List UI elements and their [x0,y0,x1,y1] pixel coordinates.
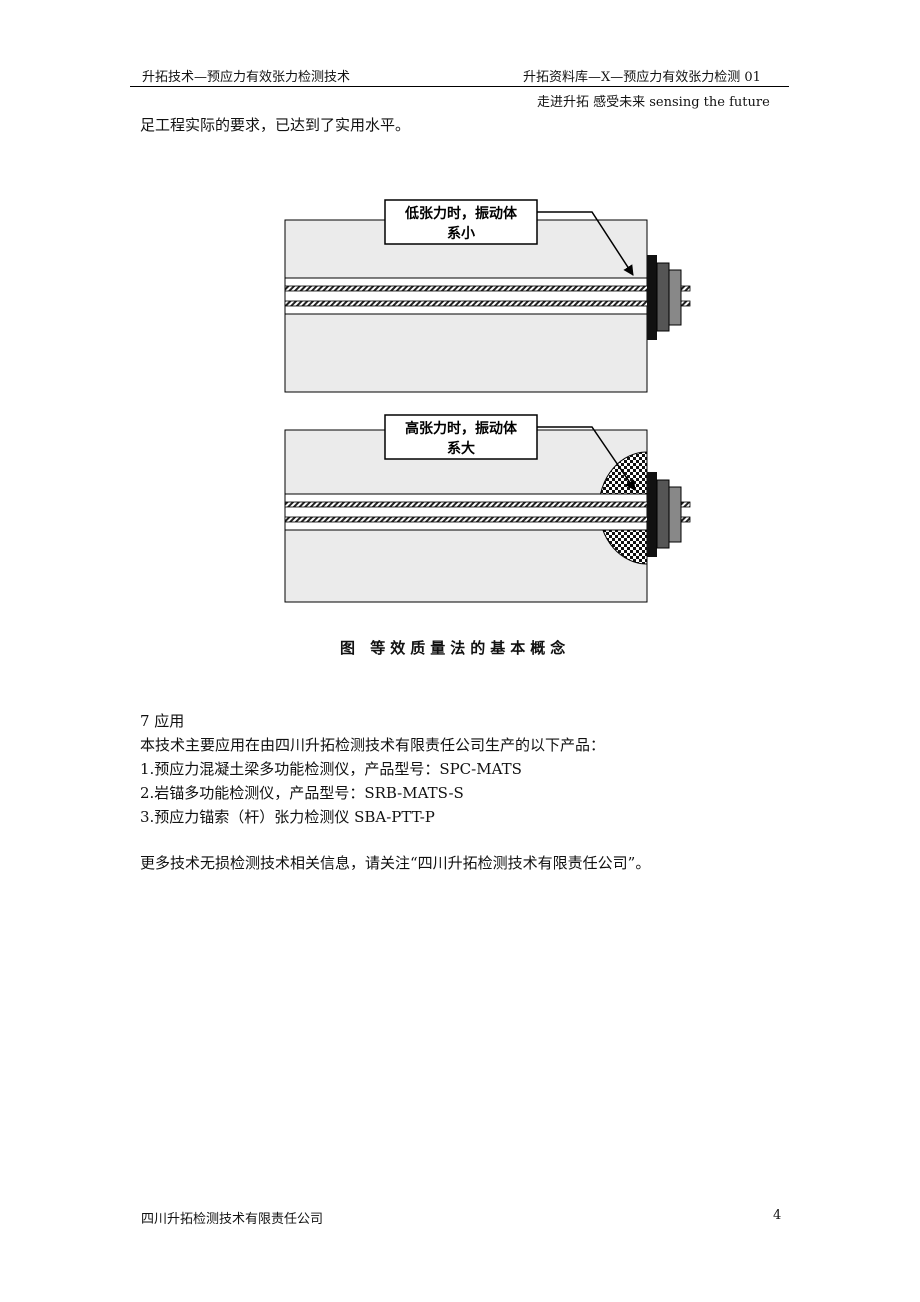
callout-low-line1: 低张力时，振动体 [404,205,518,222]
duct-bottom [284,493,648,531]
figure-caption: 图 等效质量法的基本概念 [340,639,571,657]
header-left-title: 升拓技术—预应力有效张力检测技术 [142,70,351,85]
duct-top [284,277,648,315]
callout-low-line2: 系小 [447,225,475,242]
callout-box-low [384,199,538,245]
high-tension-panel: 高张力时，振动体 系大 [284,414,691,603]
product-line-1: 1.预应力混凝土梁多功能检测仪，产品型号：SPC-MATS [140,760,522,778]
tendon-strand [284,501,691,508]
tendon-strand [284,300,691,307]
header-tagline: 走进升拓 感受未来 sensing the future [537,95,770,110]
tendon-strand [284,516,691,523]
intro-text: 足工程实际的要求，已达到了实用水平。 [140,116,411,134]
closing-text: 更多技术无损检测技术相关信息，请关注“四川升拓检测技术有限责任公司”。 [140,854,651,872]
anchor-wedge [668,486,682,543]
callout-arrow-low [537,211,634,276]
anchor-head [656,479,670,549]
page-number: 4 [773,1208,782,1223]
tendon-strand [284,285,691,292]
product-line-2: 2.岩锚多功能检测仪，产品型号：SRB-MATS-S [140,784,464,802]
anchor-wedge [668,269,682,326]
anchor-head [656,262,670,332]
section-line: 本技术主要应用在由四川升拓检测技术有限责任公司生产的以下产品： [140,736,606,754]
callout-box-high [384,414,538,460]
callout-arrow-high [537,426,636,491]
low-tension-panel: 低张力时，振动体 系小 [284,199,691,393]
callout-high-line1: 高张力时，振动体 [405,420,518,437]
footer-company: 四川升拓检测技术有限责任公司 [141,1212,324,1227]
header-rule [130,86,789,87]
equivalent-mass-diagram: 低张力时，振动体 系小 高张力时，振动体 系大 [284,199,691,603]
section-heading: 7 应用 [140,712,185,730]
anchor-plate [647,255,657,340]
callout-high-line2: 系大 [447,440,475,457]
product-line-3: 3.预应力锚索（杆）张力检测仪 SBA-PTT-P [140,808,435,826]
anchor-plate [647,472,657,557]
header-right-title: 升拓资料库—X—预应力有效张力检测 01 [523,70,761,85]
